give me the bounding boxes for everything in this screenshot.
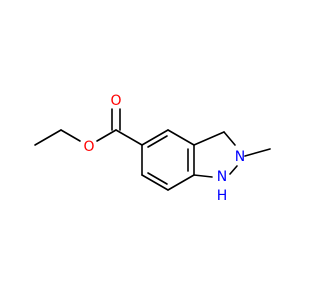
nitrogen-n1-hydrogen-label: H bbox=[217, 188, 228, 204]
bond-n2-n1 bbox=[229, 165, 238, 175]
bond-ring-c4-c3a bbox=[167, 129, 195, 146]
bond-ring-c7-c6-inner bbox=[147, 172, 168, 185]
molecular-structure: O O N N H bbox=[34, 93, 271, 204]
bond-c3a-c3 bbox=[193, 131, 225, 146]
bond-n2-methyl bbox=[244, 148, 271, 157]
bond-ring-c5-c4 bbox=[141, 129, 169, 146]
bond-ethyl-ch2-ester-oxygen bbox=[60, 129, 81, 142]
bonds bbox=[34, 108, 271, 191]
nitrogen-n1-label: N bbox=[217, 169, 227, 185]
bond-ring-c7a-c7 bbox=[167, 174, 195, 191]
ester-oxygen-label: O bbox=[83, 139, 94, 155]
carbonyl-oxygen-label: O bbox=[110, 93, 121, 109]
bond-ring-c7-c6 bbox=[141, 174, 169, 191]
bond-carbonyl-carbon-ring bbox=[115, 129, 143, 146]
bond-ethyl-ch3-ch2 bbox=[34, 129, 62, 146]
bond-ester-oxygen-carbonyl-carbon bbox=[96, 129, 117, 142]
atom-labels: O O N N H bbox=[83, 93, 245, 204]
bond-n1-c7a bbox=[193, 174, 213, 178]
bond-c3-n2 bbox=[223, 131, 236, 146]
nitrogen-n2-label: N bbox=[235, 149, 245, 165]
bond-ring-c5-c4-inner bbox=[147, 135, 168, 148]
